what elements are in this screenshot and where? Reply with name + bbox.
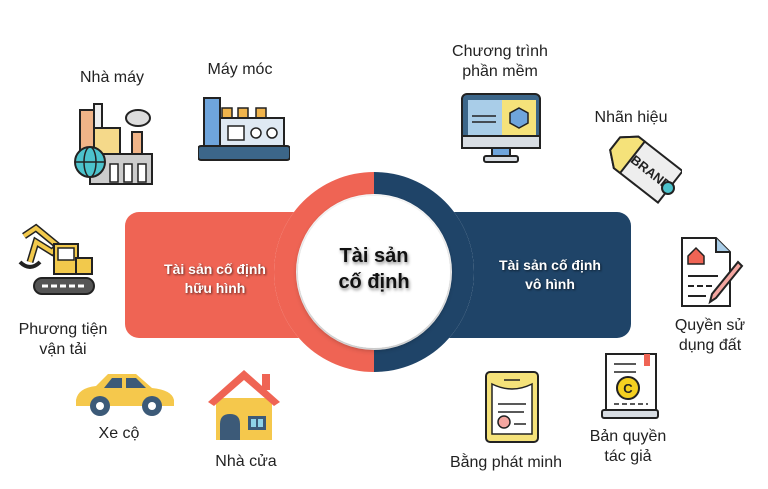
machine-label: Máy móc [207,61,273,78]
copyright-label-line1: Bản quyền [589,428,667,445]
factory-icon [74,103,153,185]
center-title-line1: Tài sản [339,245,409,267]
center-ring [274,172,474,372]
copyright-label-line2: tác giả [604,448,652,465]
land-use-label-line1: Quyền sử [674,317,746,334]
software-label-line1: Chương trình [452,43,548,60]
copyright-document-icon: C [601,353,659,419]
copyright-symbol: C [623,381,633,396]
intangible-label-line2: vô hình [525,276,575,292]
brand-label: Nhãn hiệu [594,109,668,126]
house-icon [208,370,280,440]
car-icon [76,374,174,416]
land-document-icon [681,237,744,307]
land-use-label: Quyền sử dụng đất [660,316,760,356]
transport-label-line1: Phương tiện [18,321,108,338]
tangible-assets-label: Tài sản cố định hữu hình [140,260,290,298]
software-label: Chương trình phần mềm [440,42,560,82]
factory-label: Nhà máy [79,69,145,86]
patent-label: Bằng phát minh [449,454,563,471]
software-label-line2: phần mềm [462,63,538,80]
excavator-icon [18,223,95,295]
tangible-label-line2: hữu hình [184,280,246,296]
copyright-label: Bản quyền tác giả [578,427,678,467]
tangible-label-line1: Tài sản cố định [164,261,266,277]
machine-icon [198,97,290,161]
center-title: Tài sản cố định [314,243,434,295]
car-label: Xe cộ [98,425,140,442]
house-label: Nhà cửa [215,453,277,470]
transport-label-line2: vận tải [39,341,87,358]
patent-certificate-icon [485,371,539,443]
land-use-label-line2: dụng đất [678,337,742,354]
center-title-line2: cố định [338,271,410,293]
intangible-assets-label: Tài sản cố định vô hình [480,256,620,294]
computer-icon [461,93,541,163]
transport-label: Phương tiện vận tải [8,320,118,360]
intangible-label-line1: Tài sản cố định [499,257,601,273]
brand-tag-icon: BRAND [609,135,682,204]
